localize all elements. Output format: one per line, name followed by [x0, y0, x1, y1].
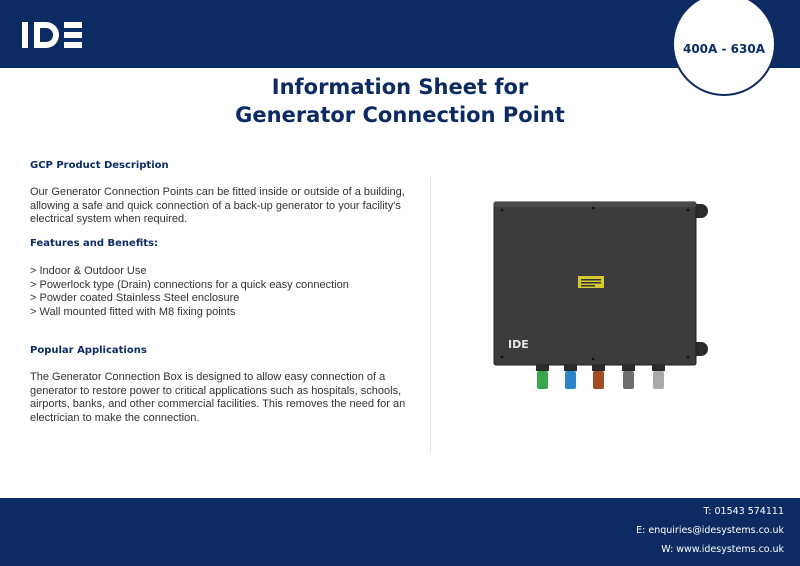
description-heading: GCP Product Description — [30, 160, 169, 171]
title-line-1: Information Sheet for — [271, 75, 529, 99]
generator-connection-box-image: IDE — [493, 201, 708, 389]
box-logo: IDE — [508, 338, 529, 351]
features-list: > Indoor & Outdoor Use > Powerlock type … — [30, 265, 349, 319]
footer-phone: T: 01543 574111 — [703, 506, 785, 517]
feature-item: > Wall mounted fitted with M8 fixing poi… — [30, 305, 236, 318]
current-rating-badge: 400A - 630A — [672, 0, 776, 96]
feature-item: > Powder coated Stainless Steel enclosur… — [30, 292, 240, 304]
header-bar — [0, 0, 800, 68]
title-line-2: Generator Connection Point — [235, 103, 565, 127]
footer-bar: T: 01543 574111 E: enquiries@idesystems.… — [0, 498, 800, 566]
description-body: Our Generator Connection Points can be f… — [30, 186, 405, 225]
features-heading: Features and Benefits: — [30, 238, 158, 249]
ide-logo — [22, 22, 82, 48]
feature-item: > Indoor & Outdoor Use — [30, 265, 147, 277]
applications-body: The Generator Connection Box is designed… — [30, 371, 406, 424]
current-rating-text: 400A - 630A — [682, 42, 765, 56]
column-divider — [430, 178, 431, 453]
footer-email[interactable]: E: enquiries@idesystems.co.uk — [636, 525, 784, 536]
footer-website[interactable]: W: www.idesystems.co.uk — [661, 544, 784, 555]
page-title: Information Sheet for Generator Connecti… — [0, 73, 800, 129]
feature-item: > Powerlock type (Drain) connections for… — [30, 278, 349, 291]
applications-heading: Popular Applications — [30, 345, 147, 356]
connector-group — [536, 365, 665, 389]
